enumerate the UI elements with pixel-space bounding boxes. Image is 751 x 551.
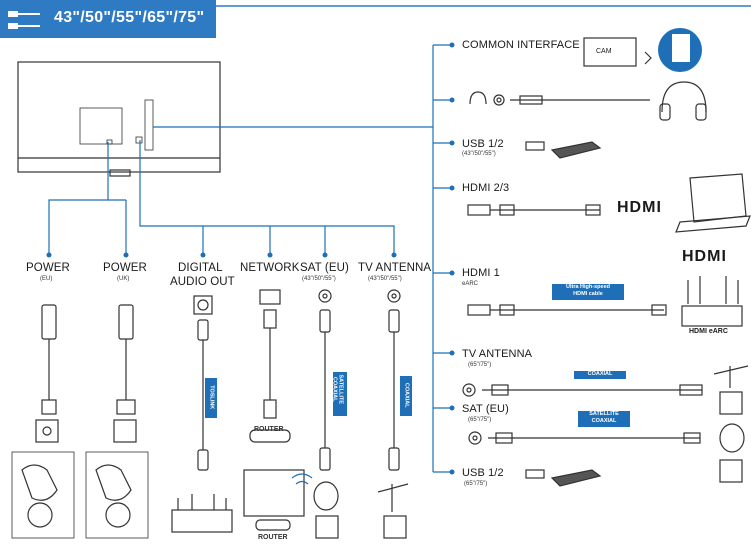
header-rule xyxy=(216,5,751,7)
hdmi23-label: HDMI 2/3 xyxy=(462,182,510,194)
power-eu-sub: (EU) xyxy=(40,276,53,282)
cam-label: CAM xyxy=(596,48,612,55)
hdmi1-sub: eARC xyxy=(462,281,479,287)
tv-outline xyxy=(17,61,221,173)
toslink-tag: TOSLINK xyxy=(205,378,217,418)
hdmi1-label: HDMI 1 xyxy=(462,267,500,279)
router-label-1: ROUTER xyxy=(254,426,284,433)
power-uk-label: POWER xyxy=(103,262,147,274)
common-interface-label: COMMON INTERFACE xyxy=(462,39,580,51)
usb-top-sub: (43"/50"/55") xyxy=(462,151,496,157)
tv-antenna-side-sub: (65"/75") xyxy=(468,362,492,368)
hdmi-earc-label: HDMI eARC xyxy=(689,328,728,335)
router-label-2: ROUTER xyxy=(258,534,288,541)
usb-top-label: USB 1/2 xyxy=(462,138,504,150)
sat-side-label: SAT (EU) xyxy=(462,403,509,415)
sat-eu-label: SAT (EU) xyxy=(300,262,349,274)
screen-sizes: 43"/50"/55"/65"/75" xyxy=(54,9,205,26)
digital-audio-label2: AUDIO OUT xyxy=(170,276,235,288)
sat-side-sub: (65"/75") xyxy=(468,417,492,423)
usb-bottom-sub: (65"/75") xyxy=(464,481,488,487)
network-label: NETWORK xyxy=(240,262,300,274)
power-eu-plug xyxy=(41,304,57,340)
tv-antenna-side-label: TV ANTENNA xyxy=(462,348,533,360)
power-uk-sub: (UK) xyxy=(117,276,130,282)
sat-eu-sub: (43"/50"/55") xyxy=(302,276,336,282)
power-uk-plug xyxy=(118,304,134,340)
usb-bottom-label: USB 1/2 xyxy=(462,467,504,479)
power-eu-label: POWER xyxy=(26,262,70,274)
tv-antenna-label: TV ANTENNA xyxy=(358,262,432,274)
header-banner xyxy=(0,0,216,38)
hdmi-logo-2: HDMI xyxy=(682,248,727,265)
coaxial-side-tag: COAXIAL xyxy=(574,371,626,379)
sat-cable-tag: SATELLITE COAXIAL xyxy=(331,372,347,416)
tv-antenna-sub: (43"/50"/55") xyxy=(368,276,402,282)
antenna-cable-tag: COAXIAL xyxy=(400,376,412,416)
cable-icon xyxy=(8,11,40,29)
digital-audio-label: DIGITAL xyxy=(178,262,223,274)
hdmi-logo-1: HDMI xyxy=(617,199,662,216)
